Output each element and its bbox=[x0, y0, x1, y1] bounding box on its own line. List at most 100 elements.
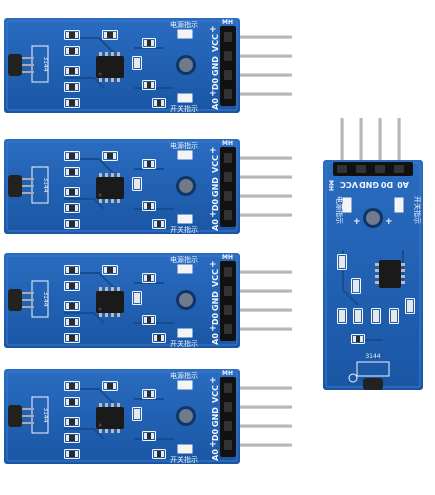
chip-pin bbox=[99, 52, 102, 56]
sensor-lead bbox=[22, 408, 34, 410]
comparator-chip bbox=[96, 56, 124, 78]
smd-resistor-cap-l bbox=[66, 100, 69, 106]
pin-label-d0: D0 bbox=[211, 428, 220, 441]
chip-pin bbox=[401, 269, 405, 272]
chip-pin bbox=[99, 403, 102, 407]
header-pin bbox=[378, 118, 382, 172]
pcb-edge bbox=[6, 255, 238, 346]
smd-capacitor-cap-l bbox=[339, 256, 342, 268]
header-pin bbox=[234, 54, 292, 58]
smd-resistor-cap-l bbox=[144, 317, 147, 323]
smd-resistor-cap-r bbox=[75, 303, 78, 309]
sensor-board-vertical: A0D0GNDVCCMH电源指示开关指示++3144 bbox=[323, 118, 423, 390]
header-pin bbox=[234, 175, 292, 179]
smd-resistor-cap-r bbox=[151, 203, 154, 209]
hall-sensor bbox=[8, 289, 22, 311]
smd-capacitor-cap-r bbox=[137, 179, 140, 189]
power-indicator-label: 电源指示 bbox=[170, 141, 198, 150]
smd-resistor-cap-r bbox=[151, 82, 154, 88]
pin-label-a0: A0 bbox=[211, 98, 220, 110]
chip-pin bbox=[117, 313, 120, 317]
smd-resistor-cap-l bbox=[144, 203, 147, 209]
smd-resistor-cap-l bbox=[66, 303, 69, 309]
sensor-lead bbox=[22, 71, 34, 73]
plus-mark-top: + bbox=[209, 376, 217, 386]
pcb-traces bbox=[64, 272, 174, 324]
comparator-chip bbox=[96, 177, 124, 199]
smd-resistor-cap-l bbox=[353, 336, 356, 342]
smd-resistor-cap-r bbox=[151, 40, 154, 46]
chip-pin bbox=[401, 263, 405, 266]
switch-led bbox=[394, 197, 404, 213]
pin-header bbox=[220, 147, 236, 227]
smd-capacitor-cap-r bbox=[113, 383, 116, 389]
header-pin bbox=[234, 308, 292, 312]
smd-resistor-outline bbox=[64, 417, 80, 427]
pin-label-vcc: VCC bbox=[211, 385, 220, 403]
smd-resistor-outline bbox=[142, 273, 156, 283]
chip-pin bbox=[99, 173, 102, 177]
header-pin bbox=[234, 424, 292, 428]
header-pin bbox=[234, 213, 292, 217]
switch-indicator-label: 开关指示 bbox=[170, 225, 198, 234]
smd-resistor-cap-l bbox=[66, 419, 69, 425]
switch-indicator-label: 开关指示 bbox=[170, 104, 198, 113]
smd-resistor-cap-l bbox=[66, 68, 69, 74]
header-socket bbox=[224, 32, 232, 42]
sensor-code-label: 3144 bbox=[42, 177, 49, 192]
pin-label-gnd: GND bbox=[211, 56, 220, 76]
pin-label-d0: D0 bbox=[380, 180, 393, 189]
plus-mark-bottom: + bbox=[209, 89, 217, 99]
smd-resistor-outline bbox=[142, 431, 156, 441]
smd-resistor-cap-r bbox=[151, 391, 154, 397]
smd-resistor-cap-r bbox=[358, 310, 361, 322]
sensor-lead bbox=[22, 415, 34, 417]
smd-resistor-cap-r bbox=[75, 84, 78, 90]
smd-resistor-cap-r bbox=[75, 48, 78, 54]
pin-label-vcc: VCC bbox=[340, 180, 358, 189]
smd-resistor-outline bbox=[142, 201, 156, 211]
smd-capacitor-cap-r bbox=[137, 293, 140, 303]
switch-indicator-label: 开关指示 bbox=[413, 196, 422, 224]
smd-resistor-cap-r bbox=[151, 317, 154, 323]
smd-resistor-outline bbox=[64, 203, 80, 213]
header-socket bbox=[224, 191, 232, 201]
chip-pin bbox=[105, 429, 108, 433]
smd-resistor-outline bbox=[64, 265, 80, 275]
smd-resistor-cap-r bbox=[75, 419, 78, 425]
smd-resistor-outline bbox=[64, 317, 80, 327]
smd-resistor-cap-r bbox=[376, 310, 379, 322]
smd-capacitor-cap-l bbox=[134, 179, 137, 189]
sensor-outline bbox=[356, 361, 390, 377]
smd-capacitor-outline bbox=[132, 291, 142, 305]
smd-resistor-cap-r bbox=[75, 399, 78, 405]
smd-resistor-cap-l bbox=[144, 391, 147, 397]
smd-resistor-cap-r bbox=[356, 280, 359, 292]
smd-capacitor-outline bbox=[132, 177, 142, 191]
mounting-hole-inner bbox=[179, 293, 193, 307]
mh-label: MH bbox=[222, 140, 233, 147]
smd-resistor-cap-r bbox=[75, 435, 78, 441]
pin-header bbox=[220, 26, 236, 106]
smd-resistor-cap-l bbox=[66, 32, 69, 38]
power-led bbox=[177, 29, 193, 39]
header-socket bbox=[224, 89, 232, 99]
smd-resistor-cap-r bbox=[75, 169, 78, 175]
header-socket bbox=[337, 165, 347, 173]
mh-label: MH bbox=[222, 19, 233, 26]
chip-dot bbox=[98, 307, 102, 311]
smd-resistor-cap-r bbox=[75, 100, 78, 106]
plus-mark-left: + bbox=[353, 217, 361, 227]
header-socket bbox=[356, 165, 366, 173]
switch-led bbox=[177, 93, 193, 103]
pin-label-vcc: VCC bbox=[211, 269, 220, 287]
header-pin bbox=[234, 386, 292, 390]
smd-resistor-outline bbox=[152, 333, 166, 343]
smd-capacitor-outline bbox=[102, 381, 118, 391]
pin-label-a0: A0 bbox=[211, 219, 220, 231]
smd-resistor-cap-r bbox=[394, 310, 397, 322]
